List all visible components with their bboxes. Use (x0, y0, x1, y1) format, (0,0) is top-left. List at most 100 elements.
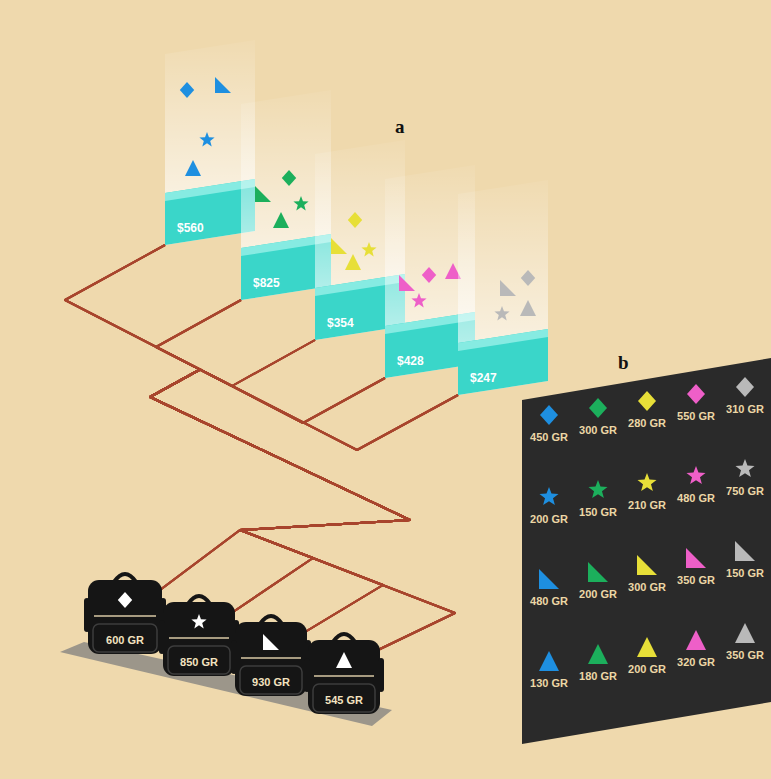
legend-shape (588, 562, 608, 582)
legend-weight: 480 GR (677, 492, 715, 504)
gem-shape (494, 306, 509, 320)
legend-shape (539, 651, 559, 671)
backpack-seam (94, 615, 156, 617)
legend-shape (732, 456, 758, 482)
legend-weight: 300 GR (628, 581, 666, 593)
legend-weight: 200 GR (530, 513, 568, 525)
legend-shape (637, 555, 657, 575)
legend-shape (686, 466, 705, 484)
connector-line (150, 300, 410, 612)
legend-shape (637, 473, 656, 491)
legend-entry: 280 GR (622, 388, 672, 429)
legend-shape (637, 637, 657, 657)
legend-entry: 310 GR (720, 374, 770, 415)
gem-shape (422, 267, 436, 283)
price-band (458, 329, 548, 395)
backpack-shape (229, 610, 313, 702)
backpack-shape (302, 628, 386, 720)
backpack-strap (231, 640, 237, 674)
legend-shape (539, 569, 559, 589)
gem-shape (411, 293, 426, 307)
legend-weight: 320 GR (677, 656, 715, 668)
legend-entry: 200 GR (524, 484, 574, 525)
connector-line (150, 340, 410, 590)
price-panel-shape (458, 180, 548, 395)
backpack-icon (118, 592, 132, 608)
connector-line (150, 370, 458, 633)
legend-entry: 300 GR (573, 395, 623, 436)
legend-entry: 550 GR (671, 381, 721, 422)
legend-entry: 200 GR (622, 634, 672, 675)
backpack: 930 GR (229, 610, 313, 702)
legend-shape (634, 552, 660, 578)
backpack-seam (169, 637, 229, 639)
gem-shape (521, 270, 535, 286)
legend-shape (732, 538, 758, 564)
gem-shape (185, 160, 201, 176)
backpack-strap (159, 620, 165, 654)
legend-weight: 550 GR (677, 410, 715, 422)
connector-line (65, 245, 410, 612)
price-panel: $247 (458, 180, 548, 395)
legend-shape (683, 627, 709, 653)
legend-weight: 450 GR (530, 431, 568, 443)
legend-entry: 480 GR (524, 566, 574, 607)
legend-shape (638, 391, 656, 411)
weight-label: 600 GR (82, 634, 168, 660)
weight-label: 545 GR (302, 694, 386, 720)
legend-shape (683, 381, 709, 407)
backpack-strap (304, 658, 310, 692)
backpack-seam (314, 675, 374, 677)
legend-entry: 150 GR (573, 477, 623, 518)
backpack-icon (263, 634, 279, 650)
legend-weight: 200 GR (628, 663, 666, 675)
gem-shape (180, 82, 194, 98)
gem-shape (215, 77, 231, 93)
legend-shape (683, 545, 709, 571)
gem-shape (331, 238, 347, 254)
legend-shape (686, 548, 706, 568)
legend-shape (585, 395, 611, 421)
legend-shape (536, 484, 562, 510)
legend-shape (536, 402, 562, 428)
legend-weight: 180 GR (579, 670, 617, 682)
connector-line (150, 370, 458, 591)
legend-weight: 200 GR (579, 588, 617, 600)
backpack-strap (378, 658, 384, 692)
gem-shape (500, 280, 516, 296)
legend-entry: 350 GR (671, 545, 721, 586)
backpack: 545 GR (302, 628, 386, 720)
figure-letter: b (618, 352, 629, 374)
connector-line (150, 370, 458, 613)
legend-weight: 210 GR (628, 499, 666, 511)
legend-shape (585, 641, 611, 667)
legend-shape (736, 377, 754, 397)
glass-panel (458, 180, 548, 395)
legend-weight: 280 GR (628, 417, 666, 429)
legend-entry: 150 GR (720, 538, 770, 579)
weight-label: 850 GR (157, 656, 241, 682)
legend-shape (588, 480, 607, 498)
legend-shape (683, 463, 709, 489)
legend-shape (732, 620, 758, 646)
legend-shape (539, 487, 558, 505)
legend-shape (536, 566, 562, 592)
legend-shape (634, 634, 660, 660)
backpack-shape (82, 568, 168, 660)
legend-shape (589, 398, 607, 418)
legend-weight: 300 GR (579, 424, 617, 436)
legend-shape (732, 374, 758, 400)
legend-shape (540, 405, 558, 425)
legend-shape (634, 470, 660, 496)
legend-shape (588, 644, 608, 664)
legend-weight: 750 GR (726, 485, 764, 497)
legend-shape (536, 648, 562, 674)
legend-weight: 150 GR (726, 567, 764, 579)
backpack: 850 GR (157, 590, 241, 682)
connector-line (150, 300, 410, 632)
backpack-strap (84, 598, 90, 632)
legend-weight: 350 GR (677, 574, 715, 586)
legend-entry: 130 GR (524, 648, 574, 689)
